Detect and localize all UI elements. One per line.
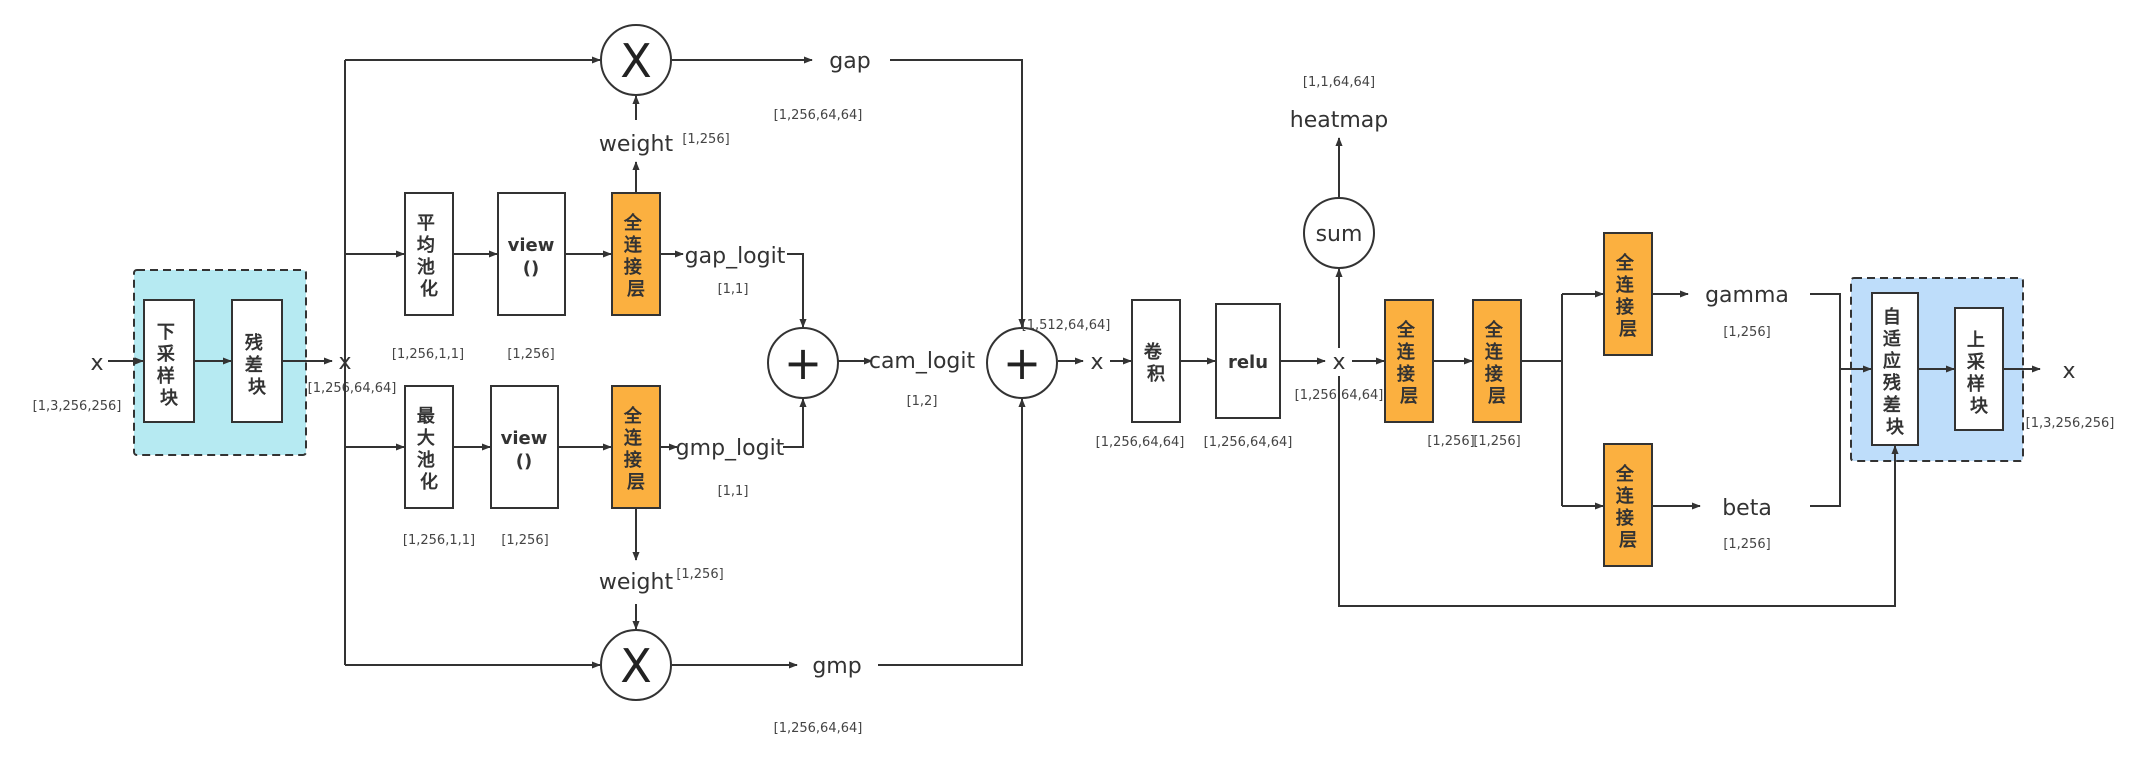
arrow-skip-x-to-adaptive bbox=[1338, 376, 1899, 607]
add-op-concat bbox=[986, 327, 1058, 399]
gap-logit-label: gap_logit bbox=[685, 244, 786, 269]
view-block-top bbox=[497, 192, 566, 316]
input-x-label: x bbox=[90, 351, 103, 376]
fc-block-beta bbox=[1603, 443, 1653, 567]
add-op-concat-symbol: + bbox=[1003, 336, 1042, 390]
view-top-parens: () bbox=[523, 258, 539, 279]
weight-top-shape: [1,256] bbox=[682, 132, 729, 147]
add-op-logit bbox=[767, 327, 839, 399]
adaptive-res-label: 自 适 应 残 差 块 bbox=[1883, 306, 1907, 438]
arrow-gamma-to-adaptive bbox=[1810, 293, 1872, 373]
input-x-shape: [1,3,256,256] bbox=[33, 399, 122, 414]
line-beta-to-adaptive bbox=[1810, 369, 1841, 507]
avgpool-shape: [1,256,1,1] bbox=[392, 347, 464, 362]
residual-block bbox=[231, 299, 283, 423]
conv-label: 卷 积 bbox=[1143, 341, 1168, 385]
fc-gmp-label: 全 连 接 层 bbox=[623, 405, 648, 493]
beta-label: beta bbox=[1722, 496, 1772, 521]
gap-shape: [1,256,64,64] bbox=[774, 108, 863, 123]
gap-label: gap bbox=[829, 49, 870, 74]
conv-block bbox=[1131, 299, 1181, 423]
relu-label: relu bbox=[1228, 352, 1268, 373]
sum-op bbox=[1303, 197, 1375, 269]
output-x-label: x bbox=[2062, 359, 2075, 384]
maxpool-shape: [1,256,1,1] bbox=[403, 533, 475, 548]
gamma-shape: [1,256] bbox=[1723, 325, 1770, 340]
multiply-op-top-symbol: X bbox=[620, 34, 652, 88]
add-op-logit-symbol: + bbox=[784, 336, 823, 390]
relu-shape: [1,256,64,64] bbox=[1204, 435, 1293, 450]
fc-mlp-1-label: 全 连 接 层 bbox=[1396, 319, 1421, 407]
gmp-label: gmp bbox=[812, 654, 861, 679]
relu-output-x-label: x bbox=[1332, 350, 1345, 375]
relu-block bbox=[1215, 303, 1281, 419]
upsample-label: 上 采 样 块 bbox=[1966, 330, 1991, 417]
arrow-gmp-to-add bbox=[878, 398, 1026, 666]
fc-mlp-1-shape: [1,256] bbox=[1427, 434, 1474, 449]
connectors bbox=[108, 56, 2041, 669]
sum-op-label: sum bbox=[1316, 222, 1363, 247]
concat-shape: [1,512,64,64] bbox=[1022, 318, 1111, 333]
conv-shape: [1,256,64,64] bbox=[1096, 435, 1185, 450]
multiply-op-top bbox=[600, 24, 672, 96]
upsample-block bbox=[1954, 307, 2004, 431]
fc-gamma-label: 全 连 接 层 bbox=[1615, 252, 1640, 340]
view-bottom-shape: [1,256] bbox=[501, 533, 548, 548]
fc-mlp-2-shape: [1,256] bbox=[1473, 434, 1520, 449]
fc-block-gamma bbox=[1603, 232, 1653, 356]
view-bottom-label: view bbox=[501, 428, 548, 449]
line-mlp-split bbox=[1521, 294, 1563, 506]
adaptive-res-block bbox=[1871, 292, 1919, 446]
downsample-label: 下 采 样 块 bbox=[156, 322, 181, 409]
maxpool-block bbox=[404, 385, 454, 509]
encoder-output-x-shape: [1,256,64,64] bbox=[308, 381, 397, 396]
gmp-shape: [1,256,64,64] bbox=[774, 721, 863, 736]
fc-mlp-2-label: 全 连 接 层 bbox=[1484, 319, 1509, 407]
view-block-bottom bbox=[490, 385, 559, 509]
fc-block-gap bbox=[611, 192, 661, 316]
fc-gap-label: 全 连 接 层 bbox=[623, 212, 648, 300]
heatmap-label: heatmap bbox=[1290, 108, 1388, 133]
arrow-gmp-logit-to-add bbox=[783, 398, 807, 448]
view-bottom-parens: () bbox=[516, 451, 532, 472]
concat-x-label: x bbox=[1090, 350, 1103, 375]
maxpool-label: 最 大 池 化 bbox=[417, 406, 441, 493]
avgpool-block bbox=[404, 192, 454, 316]
fc-block-mlp-1 bbox=[1384, 299, 1434, 423]
gap-logit-shape: [1,1] bbox=[718, 282, 749, 297]
avgpool-label: 平 均 池 化 bbox=[417, 213, 441, 300]
weight-bottom-label: weight bbox=[599, 570, 674, 595]
arrow-gap-logit-to-add bbox=[787, 253, 807, 328]
gmp-logit-label: gmp_logit bbox=[676, 436, 785, 461]
cam-logit-label: cam_logit bbox=[869, 349, 976, 374]
weight-top-label: weight bbox=[599, 132, 674, 157]
residual-label: 残 差 块 bbox=[245, 332, 269, 398]
view-top-label: view bbox=[508, 235, 555, 256]
gamma-label: gamma bbox=[1705, 283, 1789, 308]
multiply-op-bottom-symbol: X bbox=[620, 639, 652, 693]
arrow-gap-to-add bbox=[890, 59, 1026, 328]
gmp-logit-shape: [1,1] bbox=[718, 484, 749, 499]
view-top-shape: [1,256] bbox=[507, 347, 554, 362]
multiply-op-bottom bbox=[600, 629, 672, 701]
fc-beta-label: 全 连 接 层 bbox=[1615, 463, 1640, 551]
weight-bottom-shape: [1,256] bbox=[676, 567, 723, 582]
heatmap-shape: [1,1,64,64] bbox=[1303, 75, 1375, 90]
beta-shape: [1,256] bbox=[1723, 537, 1770, 552]
cam-logit-shape: [1,2] bbox=[907, 394, 938, 409]
output-x-shape: [1,3,256,256] bbox=[2026, 416, 2115, 431]
